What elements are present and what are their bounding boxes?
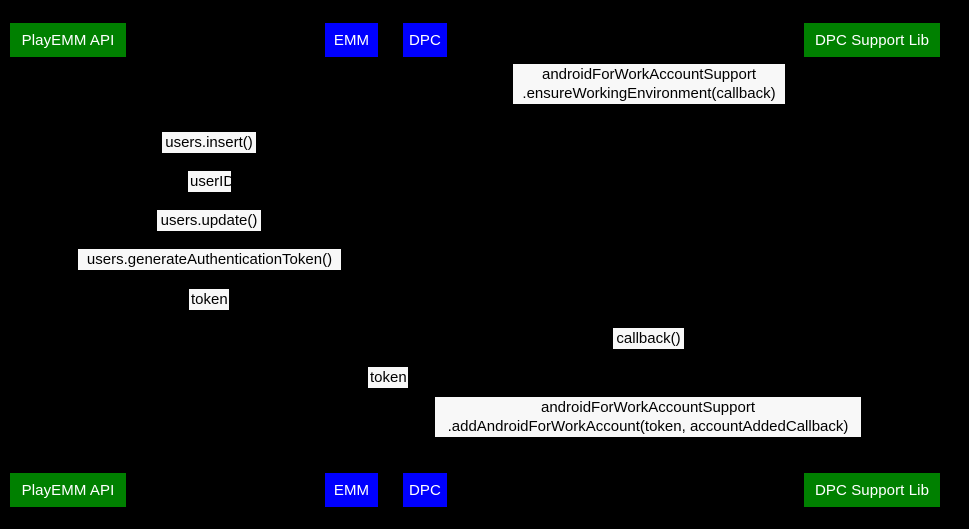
participant-emm-top[interactable]: EMM [325, 23, 378, 57]
participant-dpc-support-lib-bottom[interactable]: DPC Support Lib [804, 473, 940, 507]
message-label-add-android-for-work-account: androidForWorkAccountSupport .addAndroid… [435, 397, 861, 437]
participant-playemm-api-top[interactable]: PlayEMM API [10, 23, 126, 57]
message-label-callback: callback() [613, 328, 684, 349]
message-label-ensure-working-environment: androidForWorkAccountSupport .ensureWork… [513, 64, 785, 104]
participant-playemm-api-bottom[interactable]: PlayEMM API [10, 473, 126, 507]
participant-dpc-bottom[interactable]: DPC [403, 473, 447, 507]
message-label-token-lower: token [368, 367, 408, 388]
message-label-token-upper: token [189, 289, 229, 310]
message-label-userid: userID [188, 171, 235, 192]
message-label-users-insert: users.insert() [162, 132, 256, 153]
participant-dpc-support-lib-top[interactable]: DPC Support Lib [804, 23, 940, 57]
message-label-users-update: users.update() [157, 210, 261, 231]
message-label-users-generate-authentication-token: users.generateAuthenticationToken() [78, 249, 341, 270]
participant-emm-bottom[interactable]: EMM [325, 473, 378, 507]
participant-dpc-top[interactable]: DPC [403, 23, 447, 57]
